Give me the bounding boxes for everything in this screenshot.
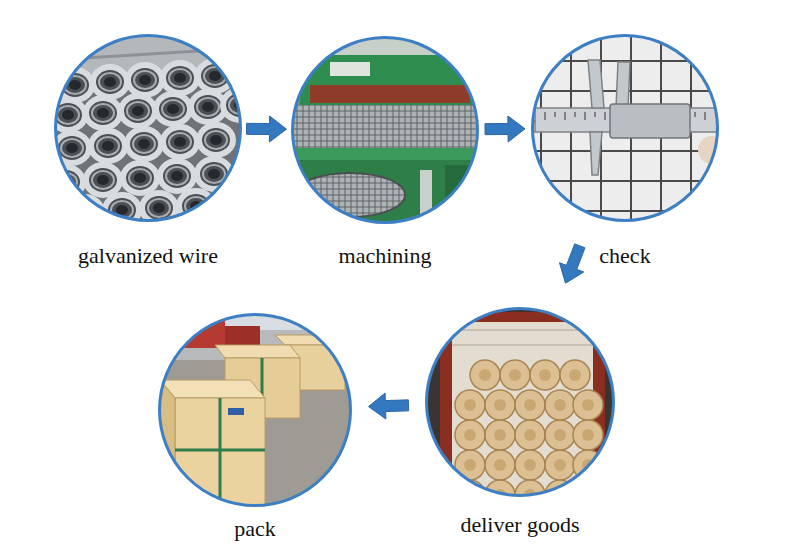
- flow-arrow: [369, 393, 409, 419]
- circle-outline: [158, 313, 352, 507]
- circle-outline: [531, 34, 719, 222]
- welding-machine-photo: [288, 30, 488, 230]
- process-circle: pack: [154, 313, 356, 541]
- circle-outline: [425, 307, 615, 497]
- container-loading-photo: [420, 300, 620, 512]
- step-caption: machining: [287, 244, 483, 268]
- circle-outline: [291, 36, 479, 224]
- step-caption: galvanized wire: [50, 244, 246, 268]
- process-circle: check: [527, 34, 723, 268]
- circle-outline: [54, 34, 242, 222]
- flow-arrow: [246, 116, 286, 142]
- wooden-crates-photo: [155, 310, 355, 510]
- process-circle: galvanized wire: [50, 34, 246, 268]
- caliper-check-photo: [528, 30, 728, 230]
- step-caption: deliver goods: [421, 513, 619, 537]
- process-circle: deliver goods: [421, 307, 619, 537]
- step-caption: check: [527, 244, 723, 268]
- process-circle: machining: [287, 36, 483, 268]
- flow-arrow: [485, 116, 525, 142]
- wire-coils-photo: [49, 30, 257, 230]
- step-caption: pack: [154, 517, 356, 541]
- flow-arrow: [559, 244, 585, 283]
